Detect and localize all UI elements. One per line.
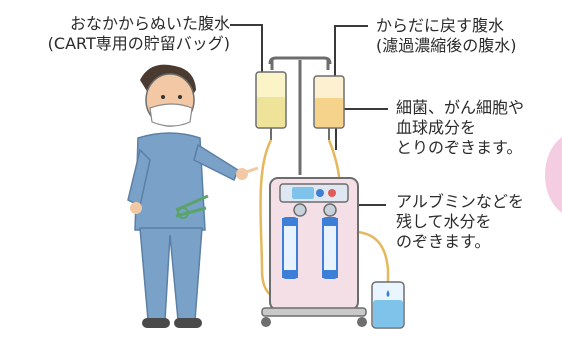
label-filter-step-line3: とりのぞきます。 xyxy=(396,138,523,157)
drained-ascites-bag xyxy=(255,71,287,140)
label-drained-ascites-line1: おなかからぬいた腹水 xyxy=(69,14,230,33)
label-filter-step-line1: 細菌、がん細胞や xyxy=(396,98,525,117)
label-drained-ascites: おなかからぬいた腹水 (CART専用の貯留バッグ) xyxy=(10,14,230,54)
label-returned-ascites-line2: (濾過濃縮後の腹水) xyxy=(376,36,517,55)
label-returned-ascites-line1: からだに戻す腹水 xyxy=(376,16,505,35)
label-filter-step: 細菌、がん細胞や 血球成分を とりのぞきます。 xyxy=(396,98,524,158)
label-filter-step-line2: 血球成分を xyxy=(396,118,477,137)
leader-line-returned xyxy=(334,25,368,76)
label-concentrate-step: アルブミンなどを 残して水分を のぞきます。 xyxy=(396,192,524,252)
doctor-figure xyxy=(127,64,259,328)
drain-water-bag xyxy=(371,281,405,329)
accent-blob xyxy=(545,137,562,213)
label-concentrate-step-line3: のぞきます。 xyxy=(396,232,491,251)
leader-line-drained xyxy=(230,24,263,72)
label-drained-ascites-line2: (CART専用の貯留バッグ) xyxy=(47,34,230,53)
label-concentrate-step-line2: 残して水分を xyxy=(396,212,492,231)
returned-ascites-bag xyxy=(313,75,345,140)
label-returned-ascites: からだに戻す腹水 (濾過濃縮後の腹水) xyxy=(376,16,517,56)
cart-machine xyxy=(261,177,367,327)
label-concentrate-step-line1: アルブミンなどを xyxy=(396,192,524,211)
drip-stand xyxy=(268,56,332,175)
